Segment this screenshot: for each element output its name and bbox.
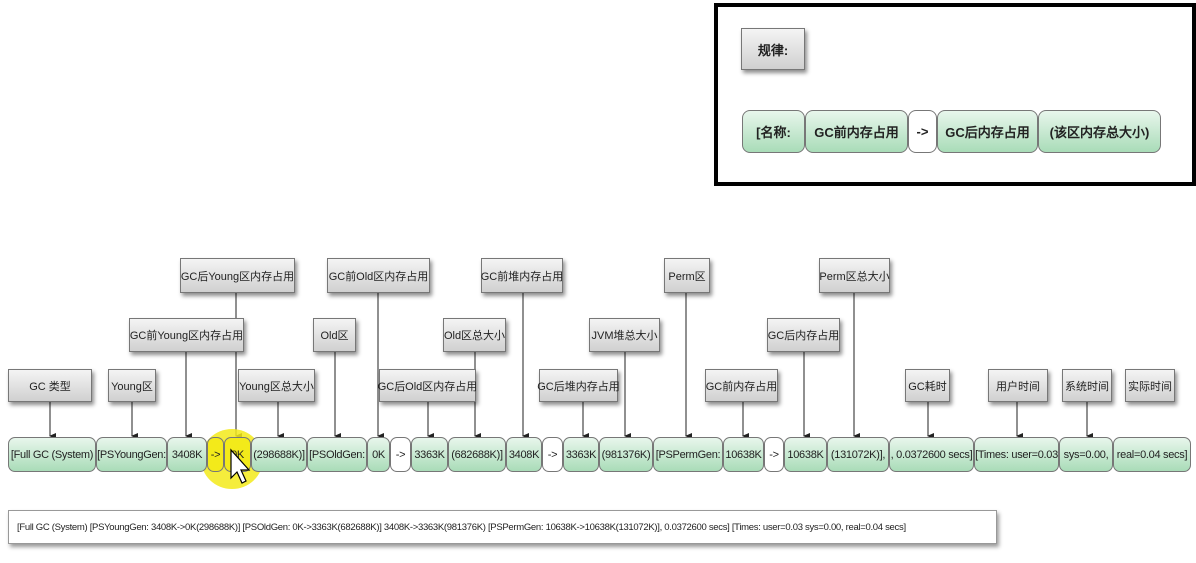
label-old: Old区 xyxy=(313,318,356,352)
label-young: Young区 xyxy=(108,369,156,402)
label-user-time: 用户时间 xyxy=(988,369,1048,402)
cell-arrow: -> xyxy=(390,437,411,472)
legend-before: GC前内存占用 xyxy=(805,110,908,153)
cell-heap-before: 3408K xyxy=(506,437,542,472)
label-gc-time: GC耗时 xyxy=(905,369,950,402)
cell-gc-time: , 0.0372600 secs] xyxy=(889,437,974,472)
legend-name: [名称: xyxy=(742,110,805,153)
cell-gc-type: [Full GC (System) xyxy=(8,437,96,472)
label-perm-total: Perm区总大小 xyxy=(819,258,890,293)
cell-arrow: -> xyxy=(542,437,563,472)
cell-young-after: 0K xyxy=(224,437,251,472)
legend-after: GC后内存占用 xyxy=(937,110,1038,153)
label-perm-after: GC后内存占用 xyxy=(767,318,840,352)
cell-perm-after: 10638K xyxy=(784,437,827,472)
label-heap-after: GC后堆内存占用 xyxy=(537,369,620,402)
cell-young-total: (298688K)] xyxy=(251,437,307,472)
cell-old-after: 3363K xyxy=(411,437,448,472)
label-real-time: 实际时间 xyxy=(1125,369,1175,402)
label-young-after: GC后Young区内存占用 xyxy=(180,258,295,293)
cell-young-before: 3408K xyxy=(167,437,207,472)
legend-box xyxy=(714,3,1196,186)
cell-real-time: real=0.04 secs] xyxy=(1113,437,1191,472)
cell-perm-total: (131072K)], xyxy=(827,437,889,472)
cell-young-name: [PSYoungGen: xyxy=(96,437,167,472)
cell-old-before: 0K xyxy=(367,437,390,472)
cell-user-time: [Times: user=0.03 xyxy=(974,437,1059,472)
gc-log-text: [Full GC (System) [PSYoungGen: 3408K->0K… xyxy=(8,510,997,544)
legend-title: 规律: xyxy=(741,28,805,70)
cell-arrow: -> xyxy=(764,437,784,472)
label-sys-time: 系统时间 xyxy=(1062,369,1112,402)
cell-old-name: [PSOldGen: xyxy=(307,437,367,472)
label-perm-before: GC前内存占用 xyxy=(705,369,778,402)
label-young-total: Young区总大小 xyxy=(238,369,315,402)
cell-heap-total: (981376K) xyxy=(599,437,653,472)
legend-total: (该区内存总大小) xyxy=(1038,110,1161,153)
label-young-before: GC前Young区内存占用 xyxy=(129,318,244,352)
cell-old-total: (682688K)] xyxy=(448,437,506,472)
cell-arrow: -> xyxy=(207,437,224,472)
label-old-before: GC前Old区内存占用 xyxy=(327,258,430,293)
cell-perm-before: 10638K xyxy=(723,437,764,472)
cell-perm-name: [PSPermGen: xyxy=(653,437,723,472)
label-old-total: Old区总大小 xyxy=(443,318,506,352)
cell-sys-time: sys=0.00, xyxy=(1059,437,1113,472)
label-perm: Perm区 xyxy=(664,258,710,293)
cell-heap-after: 3363K xyxy=(563,437,599,472)
label-heap-before: GC前堆内存占用 xyxy=(481,258,563,293)
label-gc-type: GC 类型 xyxy=(8,369,92,402)
legend-arrow: -> xyxy=(908,110,937,153)
label-old-after: GC后Old区内存占用 xyxy=(378,369,477,402)
label-heap-total: JVM堆总大小 xyxy=(589,318,660,352)
